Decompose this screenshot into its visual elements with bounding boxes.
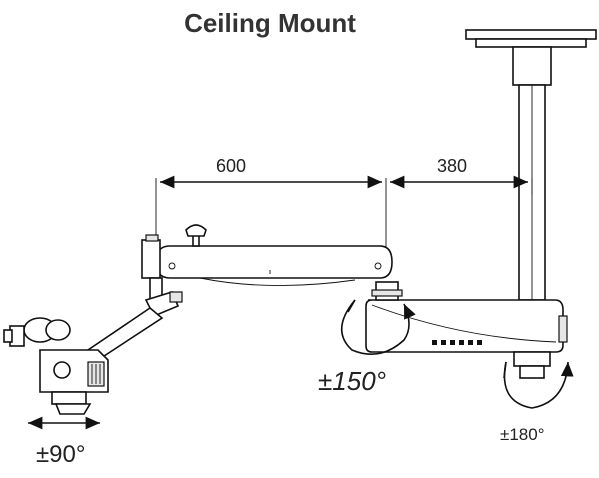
angled-arm — [86, 277, 183, 362]
dimension-lines — [155, 175, 533, 250]
ceiling-column — [518, 84, 546, 301]
rotation-label-arm: ±150° — [318, 366, 386, 396]
rotation-arrow-arm — [340, 299, 416, 356]
rotation-arrow-column — [503, 361, 574, 409]
dimension-arm-length: 600 — [216, 156, 246, 176]
brake-knob — [185, 224, 207, 247]
diagram-title: Ceiling Mount — [184, 8, 356, 38]
rotation-label-head: ±90° — [36, 441, 85, 468]
dimension-offset-length: 380 — [437, 156, 467, 176]
microscope-head — [3, 317, 109, 415]
column-housing — [365, 299, 568, 379]
vent-slots — [432, 340, 482, 345]
rotation-label-column: ±180° — [500, 425, 545, 444]
arm-joint — [371, 281, 403, 301]
main-arm — [141, 234, 393, 286]
ceiling-plate — [465, 29, 597, 86]
